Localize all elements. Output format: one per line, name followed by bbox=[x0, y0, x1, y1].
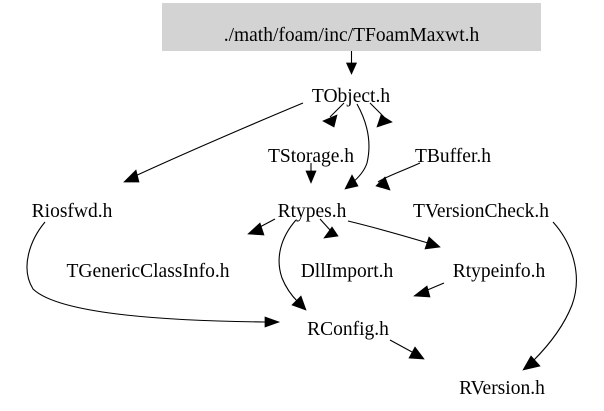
node-tgenericclassinfo-label[interactable]: TGenericClassInfo.h bbox=[67, 261, 230, 282]
edge-tstorage-to-rtypes bbox=[305, 163, 317, 184]
edge-rtypes-to-dllimport bbox=[319, 218, 339, 239]
edge-riosfwd-to-rconfig bbox=[26, 221, 281, 328]
edge-rtypes-to-rconfig bbox=[278, 219, 307, 311]
edge-tbuffer-to-tversioncheck bbox=[375, 162, 421, 191]
edge-rtypes-to-tgenericclassinfo bbox=[247, 218, 276, 236]
node-tversioncheck-label[interactable]: TVersionCheck.h bbox=[413, 201, 549, 222]
edge-tobject-to-tbuffer bbox=[369, 102, 393, 128]
node-dllimport-label[interactable]: DllImport.h bbox=[301, 261, 394, 282]
node-root-label[interactable]: ./math/foam/inc/TFoamMaxwt.h bbox=[224, 25, 480, 46]
edge-tobject-to-tstorage bbox=[322, 102, 345, 128]
node-rtypeinfo-label[interactable]: Rtypeinfo.h bbox=[453, 261, 546, 282]
nodes-layer: ./math/foam/inc/TFoamMaxwt.h TObject.h T… bbox=[32, 25, 550, 399]
node-tbuffer-label[interactable]: TBuffer.h bbox=[415, 146, 491, 167]
node-rtypes-label[interactable]: Rtypes.h bbox=[278, 201, 347, 222]
node-tobject-label[interactable]: TObject.h bbox=[312, 86, 390, 107]
node-rconfig-label[interactable]: RConfig.h bbox=[307, 319, 389, 340]
edge-tversioncheck-to-rversion bbox=[522, 221, 577, 371]
node-rversion-label[interactable]: RVersion.h bbox=[459, 378, 545, 399]
edge-root-to-tobject bbox=[345, 51, 358, 75]
node-tstorage-label[interactable]: TStorage.h bbox=[268, 146, 354, 167]
edge-rconfig-to-rversion bbox=[389, 339, 425, 360]
edge-rtypeinfo-to-rconfig bbox=[413, 282, 445, 298]
edge-tobject-to-riosfwd bbox=[123, 102, 304, 183]
edge-rtypes-to-rtypeinfo bbox=[347, 220, 441, 250]
edge-tobject-to-rtypes bbox=[344, 103, 370, 190]
node-riosfwd-label[interactable]: Riosfwd.h bbox=[32, 201, 113, 222]
root-node-box bbox=[162, 3, 541, 51]
edges-layer bbox=[26, 51, 577, 371]
